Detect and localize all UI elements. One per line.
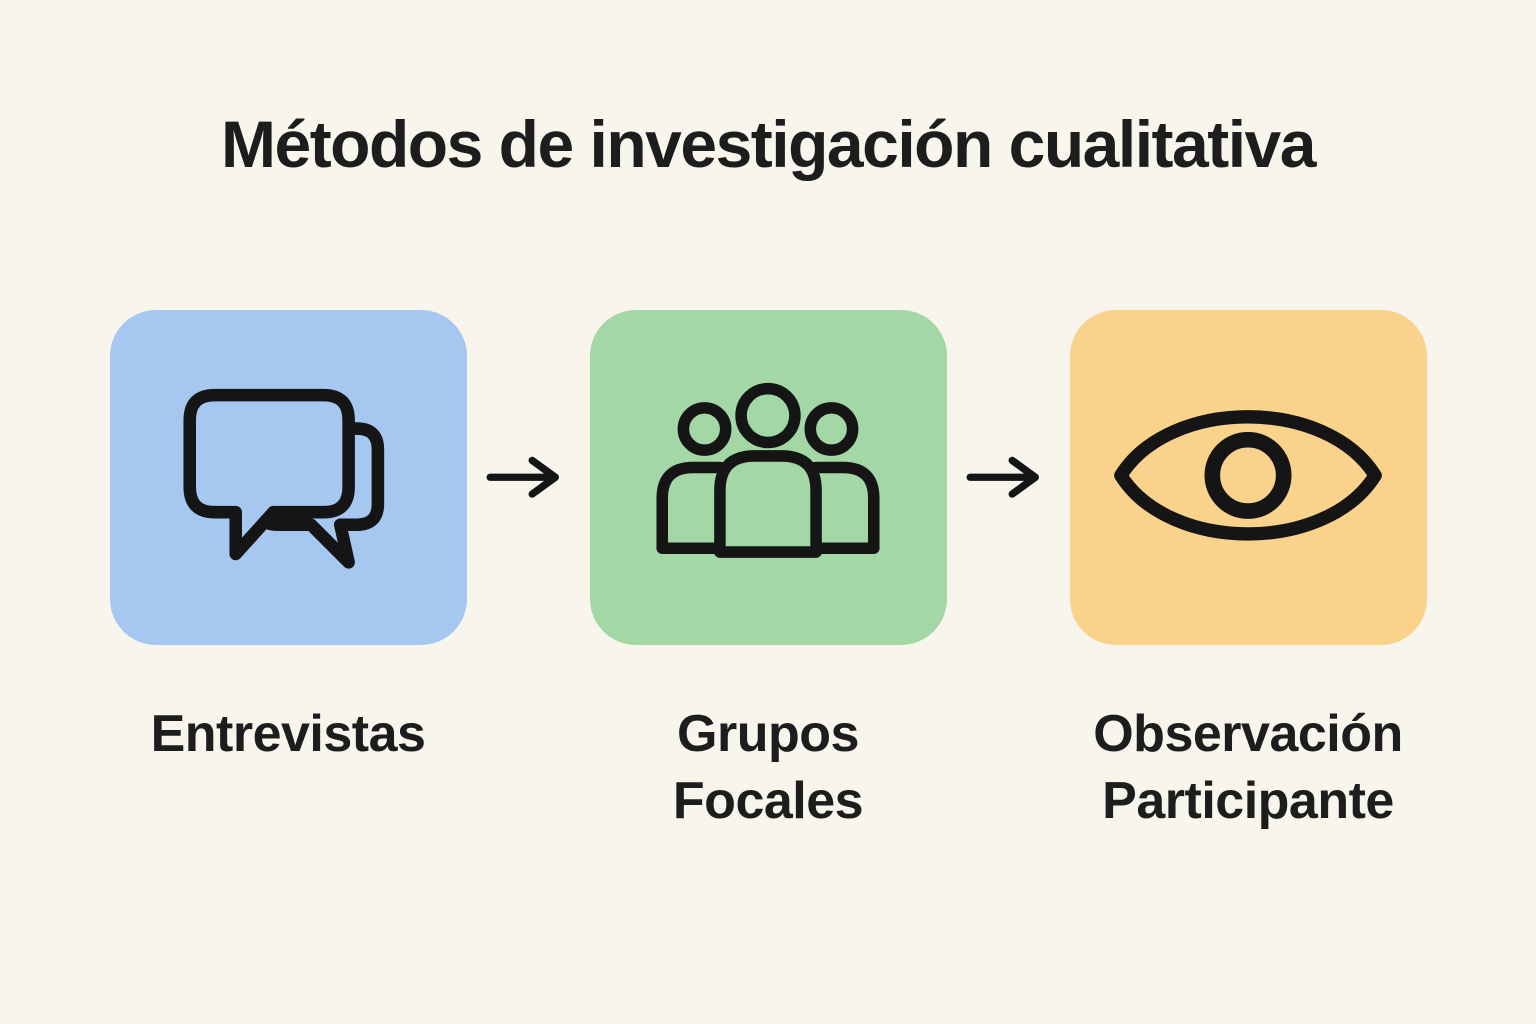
group-people-icon [643,379,893,576]
flow-arrow-2 [948,310,1068,645]
step-label-entrevistas: Entrevistas [150,705,426,763]
step-label-observacion: Observación Participante [1093,705,1403,830]
step-label-grupos-focales: Grupos Focales [672,705,864,830]
step-entrevistas: Entrevistas [108,310,468,768]
step-observacion-participante: Observación Participante [1068,310,1428,834]
chat-bubbles-icon [173,370,403,584]
method-box-observacion [1069,310,1427,645]
step-grupos-focales: Grupos Focales [588,310,948,834]
method-box-grupos-focales [589,310,947,645]
eye-icon [1103,375,1393,581]
flow-arrow-1 [468,310,588,645]
methods-flow: Entrevistas [0,310,1536,834]
right-arrow-icon [966,451,1050,504]
method-box-entrevistas [109,310,467,645]
right-arrow-icon [486,451,570,504]
diagram-title: Métodos de investigación cualitativa [221,107,1316,181]
